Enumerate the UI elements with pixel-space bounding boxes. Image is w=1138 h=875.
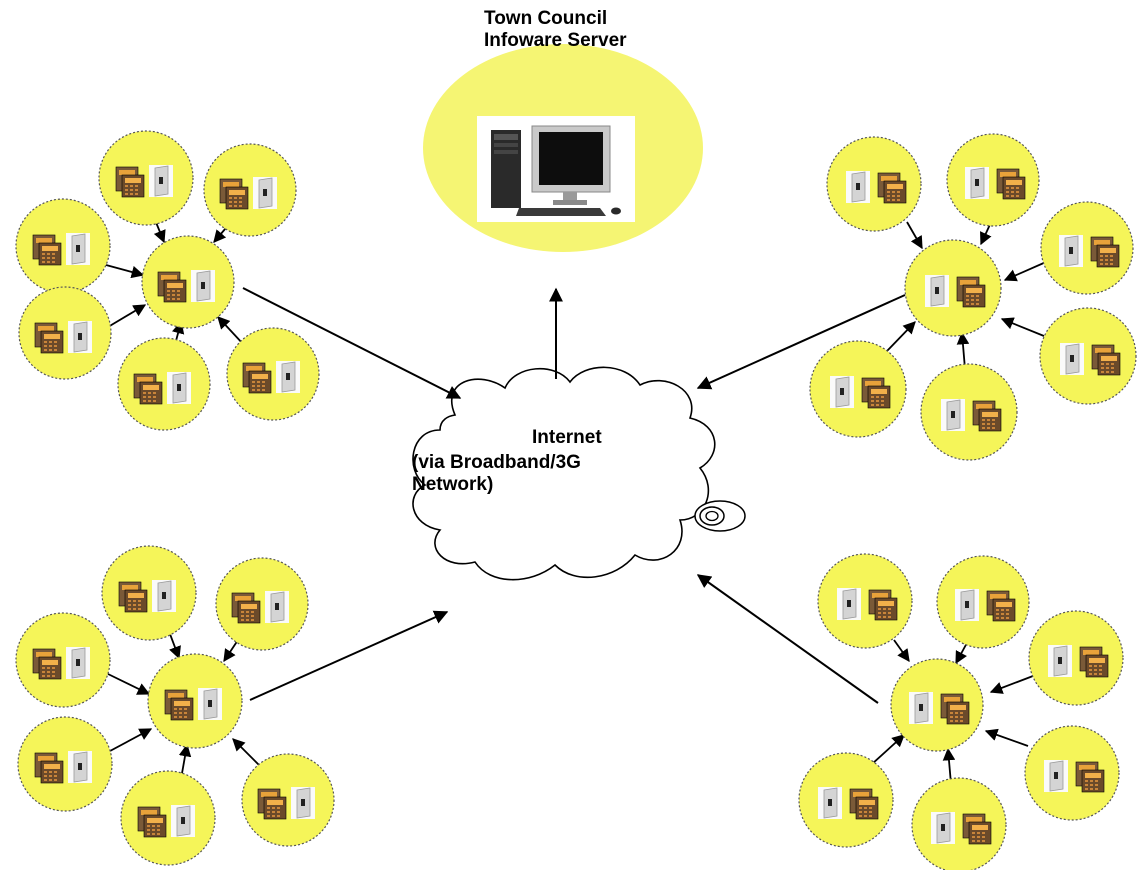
server-node — [423, 44, 703, 252]
internet-subtitle-line1: (via Broadband/3G — [412, 452, 581, 473]
server-title: Town Council Infoware Server — [484, 8, 627, 52]
cluster-top-left — [15, 130, 320, 431]
internet-title: Internet — [532, 427, 602, 448]
internet-cloud — [412, 366, 746, 581]
cloud-icon — [412, 366, 716, 581]
link-bottom-right — [696, 574, 879, 704]
network-links — [242, 287, 906, 704]
internet-subtitle-line2: Network) — [412, 474, 494, 495]
link-bottom-left — [249, 610, 449, 701]
internet-subtitle: (via Broadband/3G Network) — [412, 452, 581, 496]
link-top-right — [696, 294, 906, 390]
cluster-top-right — [809, 133, 1137, 461]
desktop-computer-icon — [491, 125, 621, 216]
link-top-left — [242, 287, 462, 399]
server-title-line1: Town Council — [484, 8, 608, 29]
server-title-line2: Infoware Server — [484, 30, 627, 51]
cluster-bottom-right — [798, 553, 1124, 873]
cluster-bottom-left — [15, 545, 335, 866]
